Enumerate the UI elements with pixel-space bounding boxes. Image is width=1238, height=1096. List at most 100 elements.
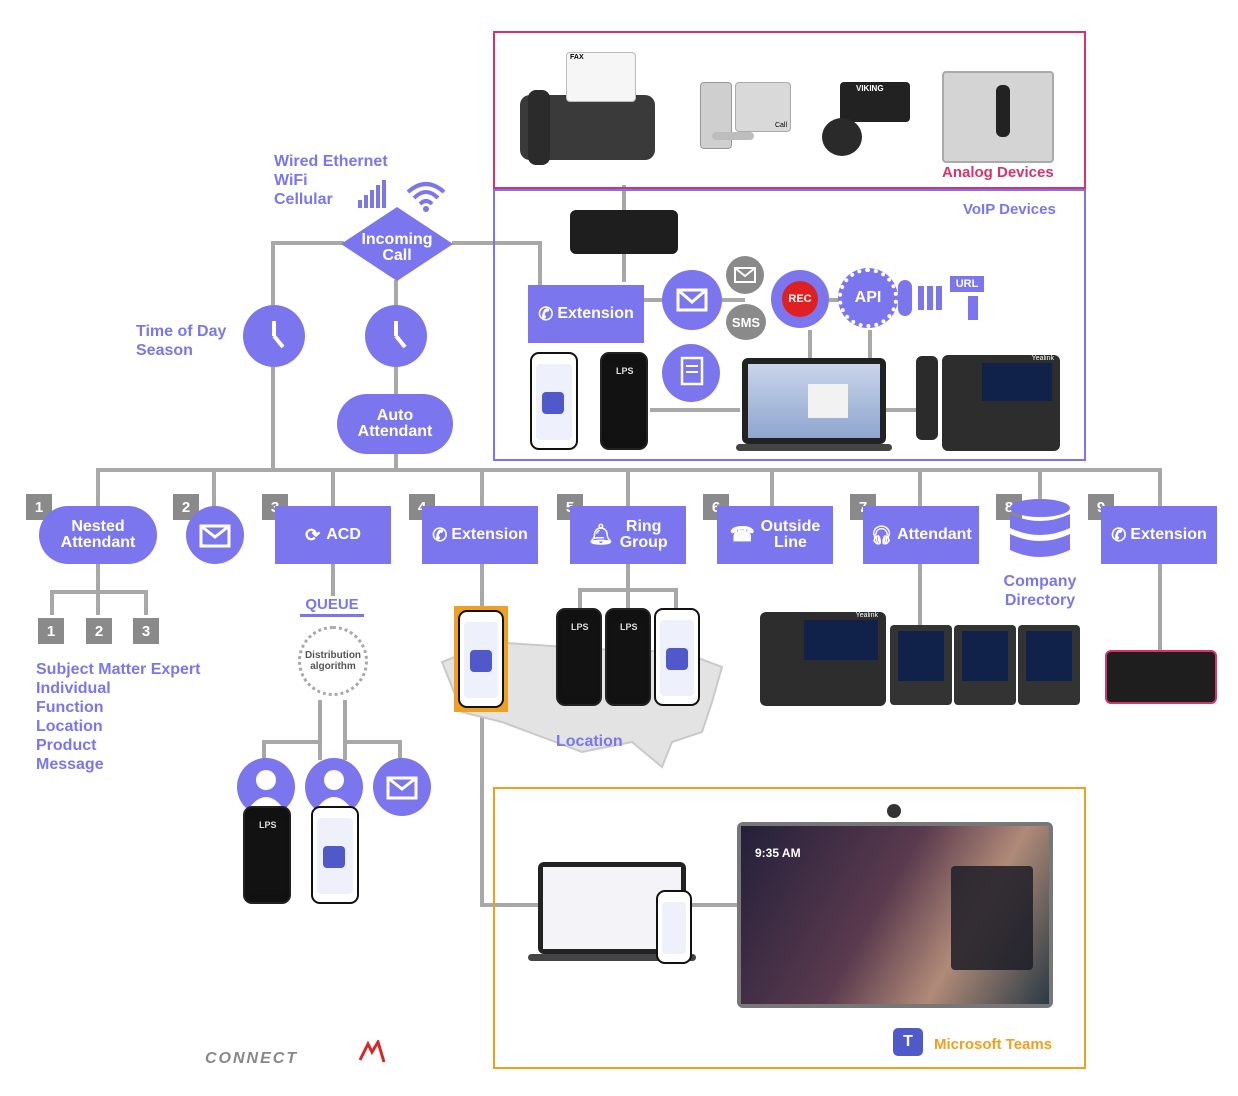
analog-devices-title: Analog Devices: [942, 164, 1054, 181]
voicemail-icon: [186, 506, 244, 564]
analog-gateway: [1105, 650, 1217, 704]
fax-label: FAX: [570, 54, 584, 61]
voip-devices-frame: [493, 189, 1086, 461]
fax-paper: FAX: [566, 52, 636, 102]
nested-attendant-line2: Attendant: [60, 534, 136, 551]
teams-logo-icon: [542, 392, 564, 414]
extension-node-4: ✆ Extension: [422, 506, 538, 564]
expansion-module-3: [1018, 625, 1080, 705]
lps-brand: LPS: [616, 366, 634, 376]
time-of-day-line2: Season: [136, 342, 193, 359]
teams-logo-icon: [323, 846, 345, 868]
refresh-icon: ⟳: [305, 525, 321, 545]
viking-label: VIKING: [856, 84, 884, 93]
laptop-base: [736, 444, 892, 451]
ring-group-lps-phone-2: LPS: [605, 608, 651, 706]
nested-sub-3: 3: [133, 618, 159, 644]
phone-ring-icon: ✆: [432, 525, 448, 545]
door-handle: [712, 132, 754, 140]
nested-attendant-node: Nested Attendant: [39, 506, 157, 564]
routing-item: Location: [36, 718, 103, 735]
voip-gateway: [570, 210, 678, 254]
voip-extension-label: Extension: [557, 305, 634, 322]
routing-item: Subject Matter Expert: [36, 661, 201, 678]
nested-sub-1: 1: [38, 618, 64, 644]
bell-icon: 🔔︎: [588, 524, 614, 546]
extension-node-9: ✆ Extension: [1101, 506, 1217, 564]
clock-icon-time: [365, 305, 427, 367]
routing-criteria-list: Subject Matter Expert Individual Functio…: [36, 660, 200, 774]
yealink-brand: Yealink: [1031, 355, 1054, 362]
clock-icon-season: [243, 305, 305, 367]
auto-attendant-node: Auto Attendant: [337, 394, 453, 454]
wifi-icon: [406, 182, 446, 212]
incoming-call-line2: Call: [382, 247, 412, 264]
headset-icon: 🎧︎: [870, 525, 894, 545]
api-gear-icon: API: [838, 268, 898, 328]
cellular-label: Cellular: [274, 191, 333, 208]
queue-voicemail-icon: [373, 758, 431, 816]
teams-logo-icon: [470, 650, 492, 672]
teams-frame: [493, 787, 1086, 1069]
agent-teams-phone: [311, 806, 359, 904]
routing-item: Individual: [36, 680, 111, 697]
phone-ring-icon: ✆: [1111, 525, 1127, 545]
attendant-desk-phone: Yealink: [760, 612, 886, 706]
auto-attendant-line2: Attendant: [357, 423, 433, 440]
cellular-signal-icon: [358, 180, 386, 208]
intercom-panel: Call: [735, 82, 791, 132]
viking-paging-box: VIKING: [840, 82, 910, 122]
teams-laptop-base: [528, 954, 696, 961]
connectivity-labels: Wired Ethernet WiFi Cellular: [274, 152, 388, 209]
fax-to-email-icon: [662, 344, 720, 402]
analog-devices-frame: [493, 31, 1086, 189]
teams-room-display: 9:35 AM: [737, 822, 1053, 1008]
recording-icon: REC: [771, 270, 829, 328]
brand-mark-icon: [358, 1040, 386, 1063]
incoming-call-label: Incoming Call: [344, 232, 450, 264]
weatherproof-phone-handset: [996, 85, 1010, 137]
wired-ethernet-label: Wired Ethernet: [274, 153, 388, 170]
paging-horn: [822, 118, 862, 156]
dect-handset: [916, 356, 938, 440]
telephone-icon: ☎: [729, 524, 755, 546]
teams-room-time: 9:35 AM: [755, 846, 801, 860]
api-integration-icon: URL: [898, 276, 998, 320]
extension-4-label: Extension: [451, 526, 528, 543]
lps-brand: LPS: [620, 622, 638, 632]
voip-teams-phone: [530, 352, 578, 450]
phone-ring-icon: ✆: [538, 304, 554, 324]
rec-label: REC: [788, 293, 812, 305]
url-label: URL: [955, 278, 979, 290]
laptop-video-call: [742, 358, 886, 444]
routing-item: Message: [36, 756, 104, 773]
attendant-label: Attendant: [897, 526, 972, 543]
nested-attendant-line1: Nested: [71, 518, 125, 535]
sms-label: SMS: [731, 314, 761, 330]
rec-badge: REC: [782, 281, 818, 317]
url-tag: URL: [950, 276, 984, 292]
teams-logo-icon: [666, 648, 688, 670]
teams-title: Microsoft Teams: [934, 1036, 1053, 1053]
call-label: Call: [774, 122, 787, 129]
desk-phone: Yealink: [942, 355, 1060, 451]
agent-lps-phone: LPS: [243, 806, 291, 904]
ring-group-lps-phone-1: LPS: [556, 608, 602, 706]
voip-extension-box: ✆ Extension: [528, 285, 644, 343]
queue-label: QUEUE: [300, 596, 364, 617]
fax-handset: [528, 90, 550, 165]
yealink-brand: Yealink: [855, 612, 878, 619]
time-of-day-line1: Time of Day: [136, 323, 227, 340]
acd-label: ACD: [326, 526, 361, 543]
teams-mobile-phone: [656, 890, 692, 964]
outside-line-line1: Outside: [760, 518, 821, 535]
voip-lps-phone: LPS: [600, 352, 648, 450]
routing-item: Product: [36, 737, 97, 754]
incoming-call-diamond: [341, 207, 453, 281]
sms-icon: SMS: [726, 304, 766, 340]
time-of-day-label: Time of Day Season: [136, 322, 226, 360]
outside-line-node: ☎ Outside Line: [717, 506, 833, 564]
database-icon: [1010, 499, 1070, 557]
incoming-call-line1: Incoming: [361, 231, 433, 248]
auto-attendant-line1: Auto: [376, 407, 414, 424]
